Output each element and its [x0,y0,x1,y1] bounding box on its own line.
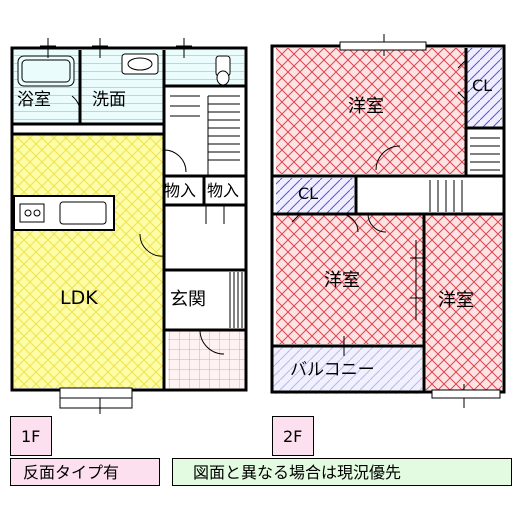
room-label-western-top: 洋室 [348,96,384,117]
balcony-area [272,346,422,394]
window-2f-top [339,41,427,51]
room-label-washroom: 洗面 [92,90,126,110]
western-left-area [276,214,424,344]
stove-icon [19,203,45,223]
entrance-area [164,272,244,330]
room-label-closet-right: CL [472,76,493,95]
floor-2f-plan [270,34,506,408]
hall-2f [356,178,502,214]
stairs-1f [170,95,240,176]
sink-icon [59,201,107,225]
room-label-western-right: 洋室 [438,290,474,311]
western-right-area [424,214,502,390]
washbasin-icon [121,53,159,75]
room-label-storage-b: 物入 [207,181,240,200]
bathtub-icon [17,55,75,87]
hall-1f [164,86,244,176]
stairs-2f [429,137,500,212]
room-label-ldk: LDK [60,287,98,309]
room-label-western-left: 洋室 [324,270,360,291]
ldk-area [14,134,164,388]
floor-1f-plan [10,38,248,414]
room-label-bath: 浴室 [17,90,51,110]
room-label-closet-left: CL [298,184,319,203]
note-disclaimer: 図面と異なる場合は現況優先 [172,458,512,486]
floor-tag-2f: 2F [272,416,314,456]
western-top-area [276,48,466,174]
entrance-tiles [168,330,246,388]
closet-left-area [276,178,354,214]
window-2f-right [431,389,501,399]
closet-right-area [466,48,502,128]
floor-tag-1f: 1F [10,416,52,456]
room-label-storage-a: 物入 [164,181,197,200]
room-label-entrance: 玄関 [170,289,206,310]
note-reverse-type: 反面タイプ有 [10,458,160,486]
room-label-balcony: バルコニー [290,360,375,380]
toilet-area [164,50,244,86]
